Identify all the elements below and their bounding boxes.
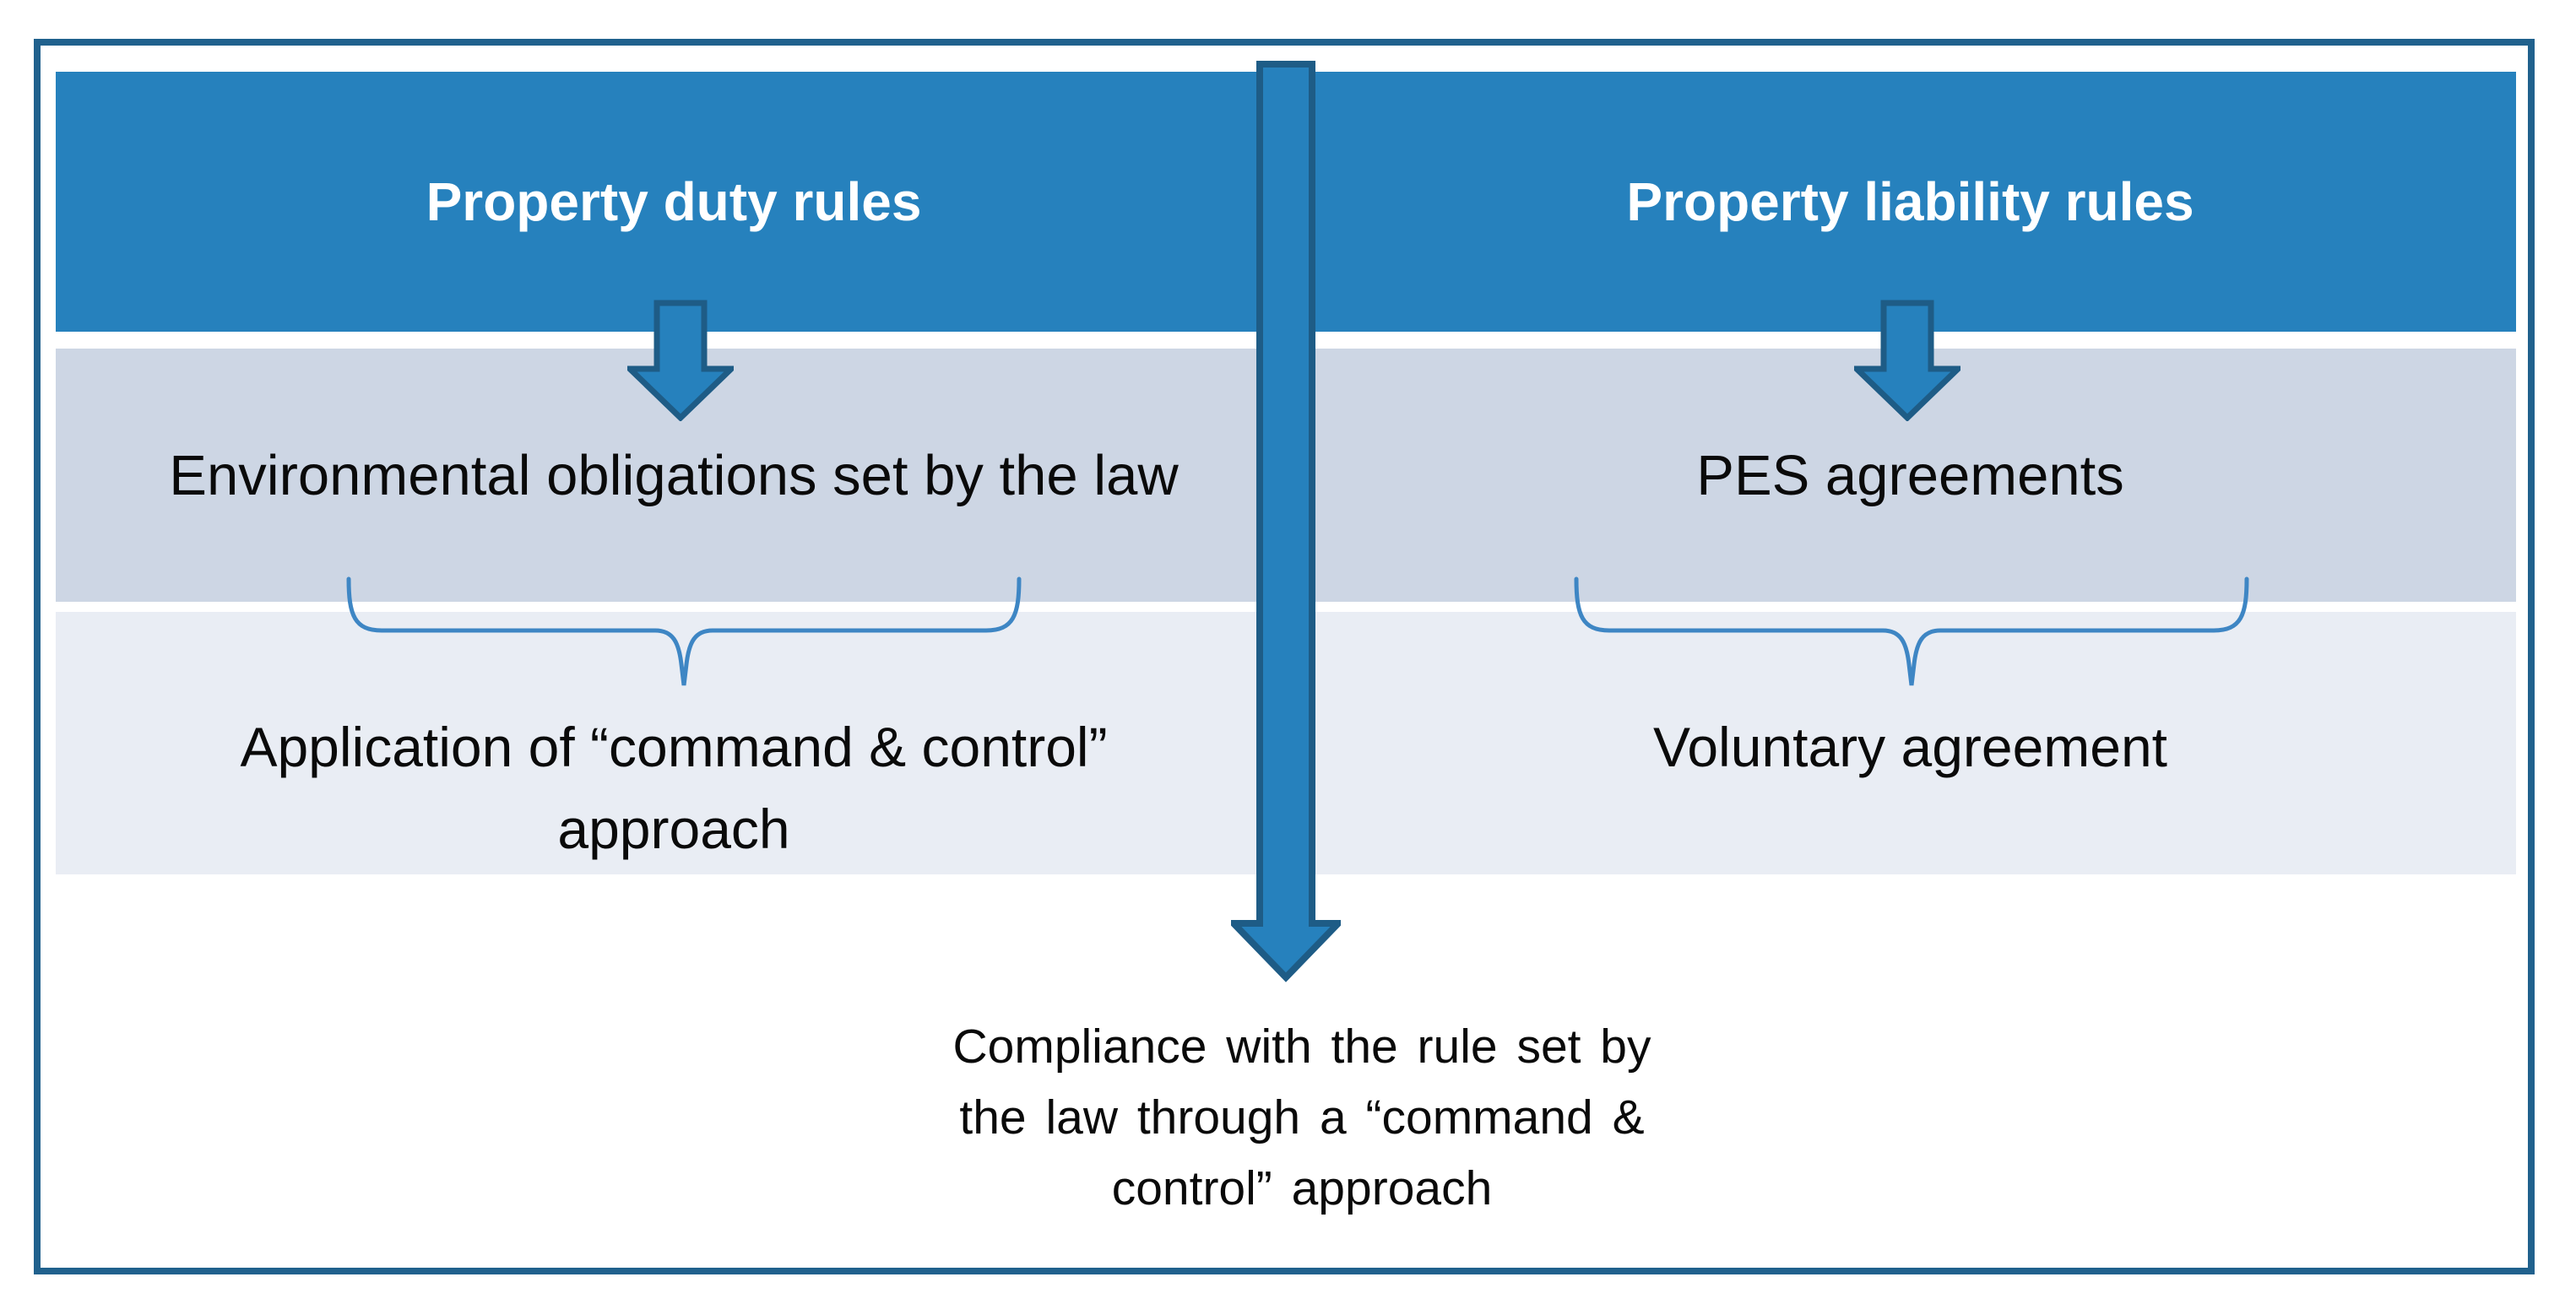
left-obligation-cell: Environmental obligations set by the law bbox=[56, 349, 1292, 602]
left-down-arrow-icon bbox=[627, 300, 734, 421]
compliance-caption-line2: the law through a “command & bbox=[959, 1090, 1645, 1144]
left-column-header-label: Property duty rules bbox=[426, 171, 922, 232]
left-obligation-label: Environmental obligations set by the law bbox=[169, 443, 1179, 507]
right-down-arrow-icon bbox=[1854, 300, 1960, 421]
right-column-header: Property liability rules bbox=[1304, 72, 2516, 332]
right-approach-cell: Voluntary agreement bbox=[1304, 612, 2516, 874]
compliance-caption-line3: control” approach bbox=[1111, 1161, 1493, 1215]
left-approach-cell: Application of “command & control”approa… bbox=[56, 612, 1292, 874]
right-curly-brace-icon bbox=[1574, 576, 2249, 686]
right-column-header-label: Property liability rules bbox=[1626, 171, 2194, 232]
right-obligation-label: PES agreements bbox=[1696, 443, 2124, 507]
left-curly-brace-icon bbox=[346, 576, 1022, 686]
left-column-header: Property duty rules bbox=[56, 72, 1292, 332]
central-big-down-arrow-icon bbox=[1231, 61, 1341, 982]
right-obligation-cell: PES agreements bbox=[1304, 349, 2516, 602]
left-approach-label: Application of “command & control”approa… bbox=[240, 716, 1108, 860]
compliance-caption: Compliance with the rule set by the law … bbox=[795, 1011, 1809, 1224]
compliance-caption-line1: Compliance with the rule set by bbox=[952, 1020, 1651, 1074]
right-approach-label: Voluntary agreement bbox=[1652, 716, 2168, 778]
